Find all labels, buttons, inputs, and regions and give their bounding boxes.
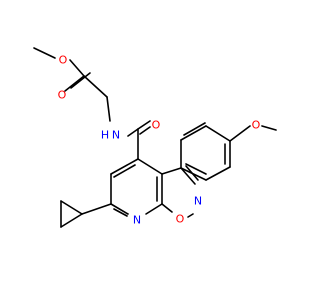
bond bbox=[137, 158, 163, 175]
bond bbox=[185, 163, 207, 175]
bond bbox=[137, 120, 151, 130]
bond bbox=[145, 203, 163, 215]
bond bbox=[60, 200, 83, 215]
bond bbox=[161, 203, 173, 213]
bond bbox=[139, 126, 151, 135]
bond bbox=[183, 122, 206, 136]
bond bbox=[110, 158, 139, 175]
bond bbox=[106, 96, 111, 122]
atom-n-pyridine: N bbox=[133, 214, 141, 227]
atom-n-amide: N bbox=[112, 129, 120, 142]
atom-h-amide: H bbox=[101, 129, 109, 142]
bond-lines bbox=[33, 47, 277, 228]
atom-o-isoxazole: O bbox=[176, 213, 185, 226]
molecule-canvas: O O N H O O N O N bbox=[33, 47, 277, 228]
bond bbox=[70, 72, 91, 89]
bond bbox=[110, 203, 129, 215]
bond bbox=[83, 75, 108, 98]
bond bbox=[69, 59, 85, 77]
atom-n-isoxazole: N bbox=[194, 195, 202, 208]
atom-o-methoxy: O bbox=[252, 119, 261, 132]
bond bbox=[180, 167, 207, 181]
bond bbox=[229, 125, 251, 142]
bond bbox=[81, 203, 112, 215]
atom-o-ester: O bbox=[58, 89, 67, 102]
bond bbox=[180, 125, 207, 141]
bond bbox=[205, 166, 231, 181]
bond bbox=[113, 208, 128, 217]
atom-labels: O O N H O O N O N bbox=[58, 54, 261, 227]
bond bbox=[187, 213, 194, 218]
structure-diagram: O O N H O O N O N bbox=[33, 47, 277, 228]
bond bbox=[127, 128, 139, 137]
bond bbox=[64, 75, 85, 92]
atom-o-carbonyl-ester: O bbox=[59, 54, 68, 67]
atom-o-amide: O bbox=[152, 119, 161, 132]
bond bbox=[261, 125, 277, 131]
bond bbox=[60, 213, 83, 228]
bond bbox=[33, 47, 56, 59]
bond bbox=[161, 167, 182, 175]
bond bbox=[180, 167, 196, 185]
bond bbox=[113, 164, 136, 178]
bond bbox=[205, 125, 231, 142]
